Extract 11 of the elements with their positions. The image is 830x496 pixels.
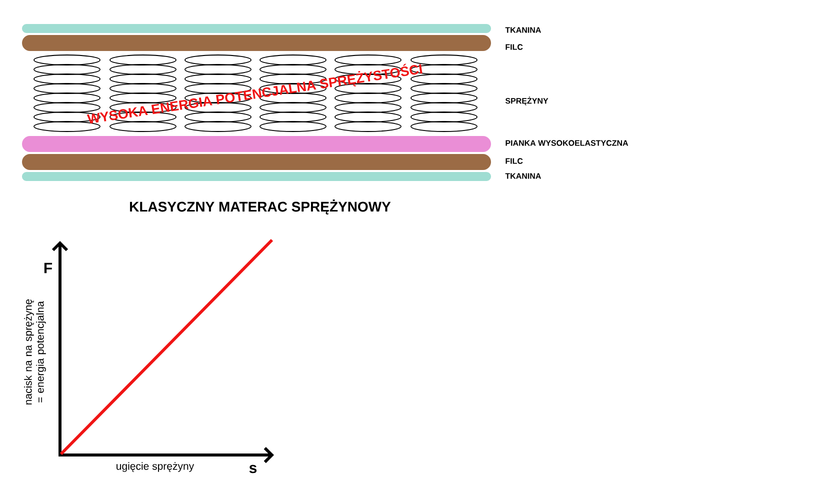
axis-label: F: [44, 262, 52, 274]
layer-label: FILC: [506, 44, 523, 50]
axis-label: s: [249, 464, 257, 474]
axis-label: ugięcie sprężyny: [116, 462, 194, 472]
layer-label: FILC: [506, 158, 523, 164]
axis-label: nacisk na na sprężynę = energia potencjalna: [24, 299, 46, 404]
layer-label: TKANINA: [505, 27, 541, 33]
layer-label: PIANKA WYSOKOELASTYCZNA: [506, 140, 628, 146]
layer-label: TKANINA: [505, 173, 541, 179]
caption: KLASYCZNY MATERAC SPRĘŻYNOWY: [130, 200, 391, 214]
layer-label: SPRĘŻYNY: [505, 96, 548, 106]
